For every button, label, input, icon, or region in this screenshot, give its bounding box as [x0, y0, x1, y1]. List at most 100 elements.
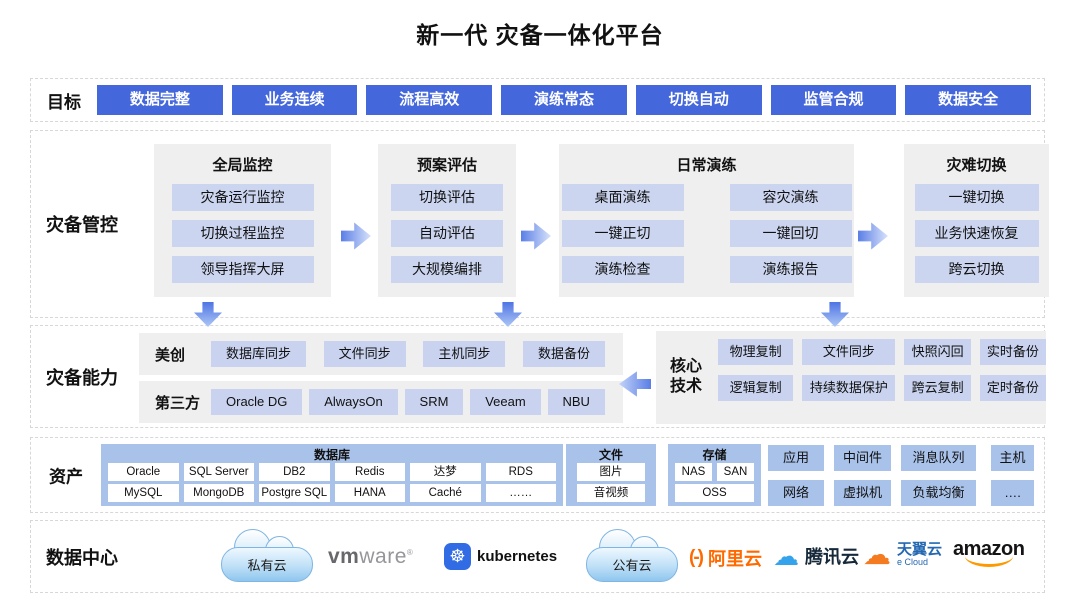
strip-label: 第三方: [155, 394, 201, 412]
arrow-right-icon: [341, 222, 371, 250]
management-row: 灾备管控 全局监控 灾备运行监控 切换过程监控 领导指挥大屏 预案评估 切换评估…: [30, 130, 1049, 318]
asset-block-vm: 虚拟机: [834, 480, 891, 506]
panel-item: 演练报告: [729, 256, 852, 283]
goal-badge-auto-switch: 切换自动: [635, 85, 762, 115]
datacenter-row: 数据中心 私有云 vmware® ☸ kubernetes 公有云 (-) 阿里…: [30, 520, 1045, 593]
capability-strip-meichuang: 美创 数据库同步 文件同步 主机同步 数据备份: [139, 333, 623, 375]
goals-row: 目标 数据完整 业务连续 流程高效 演练常态 切换自动 监管合规 数据安全: [30, 78, 1045, 122]
panel-item: 桌面演练: [561, 184, 684, 211]
vmware-registered-mark: ®: [406, 548, 414, 557]
daily-drill-columns: 桌面演练 一键正切 演练检查 容灾演练 一键回切 演练报告: [559, 175, 854, 283]
asset-item: MongoDB: [183, 484, 254, 502]
asset-item: Oracle: [108, 463, 179, 481]
panel-item: 跨云切换: [914, 256, 1039, 283]
capability-item: AlwaysOn: [309, 389, 398, 415]
management-label: 灾备管控: [46, 215, 118, 235]
asset-item: SQL Server: [183, 463, 254, 481]
aliyun-logo: (-) 阿里云: [689, 545, 762, 571]
asset-block-host: 主机: [991, 445, 1034, 471]
core-technology-items: 物理复制 文件同步 快照闪回 实时备份 逻辑复制 持续数据保护 跨云复制 定时备…: [718, 331, 1047, 401]
core-item: 快照闪回: [904, 339, 971, 365]
public-cloud-icon: 公有云: [586, 529, 678, 585]
public-cloud-label: 公有云: [612, 558, 652, 573]
asset-item: SAN: [717, 463, 754, 481]
core-item: 实时备份: [979, 339, 1047, 365]
panel-title: 全局监控: [212, 157, 273, 174]
core-row-1: 物理复制 文件同步 快照闪回 实时备份: [718, 339, 1047, 365]
database-row-1: Oracle SQL Server DB2 Redis 达梦 RDS: [101, 463, 563, 481]
ecloud-en-text: e Cloud: [897, 557, 929, 568]
arrow-right-icon: [858, 222, 888, 250]
panel-item: 切换评估: [391, 184, 503, 211]
asset-item: Redis: [334, 463, 405, 481]
private-cloud-label: 私有云: [247, 558, 287, 573]
vmware-logo: vmware®: [328, 545, 413, 569]
asset-block-load-balancer: 负载均衡: [901, 480, 976, 506]
storage-row-1: NAS SAN: [668, 463, 761, 481]
goals-label: 目标: [47, 92, 81, 112]
capability-label: 灾备能力: [46, 367, 118, 388]
group-title: 存储: [702, 448, 727, 462]
ecloud-logo: ☁ 天翼云 e Cloud: [863, 541, 942, 569]
capability-item: 文件同步: [323, 341, 406, 367]
assets-group-storage: 存储 NAS SAN OSS: [668, 444, 761, 506]
panel-item: 容灾演练: [729, 184, 852, 211]
page-title: 新一代 灾备一体化平台: [416, 22, 664, 48]
core-technology-label: 核心技术: [670, 357, 703, 396]
capability-item: Oracle DG: [211, 389, 303, 415]
panel-item: 切换过程监控: [171, 220, 314, 247]
panel-plan-evaluation: 预案评估 切换评估 自动评估 大规模编排: [378, 144, 516, 297]
asset-block-more: ….: [991, 480, 1034, 506]
datacenter-label: 数据中心: [46, 547, 118, 568]
aliyun-bracket-icon: (-): [689, 547, 704, 568]
core-item: 逻辑复制: [718, 375, 794, 401]
aliyun-text: 阿里云: [707, 549, 762, 569]
amazon-text: amazon: [953, 538, 1025, 560]
asset-item: 音视频: [577, 484, 645, 502]
asset-item: RDS: [485, 463, 556, 481]
asset-item: 图片: [577, 463, 645, 481]
asset-item: NAS: [675, 463, 712, 481]
goals-badges: 数据完整 业务连续 流程高效 演练常态 切换自动 监管合规 数据安全: [97, 85, 1032, 115]
panel-global-monitoring: 全局监控 灾备运行监控 切换过程监控 领导指挥大屏: [154, 144, 331, 297]
strip-label: 美创: [155, 346, 186, 364]
capability-row: 灾备能力 美创 数据库同步 文件同步 主机同步 数据备份 第三方 Oracle …: [30, 325, 1047, 428]
arrow-left-icon: [619, 371, 651, 397]
kubernetes-logo: ☸ kubernetes: [444, 543, 557, 570]
file-row-1: 图片: [566, 463, 656, 481]
panel-disaster-switch: 灾难切换 一键切换 业务快速恢复 跨云切换: [904, 144, 1049, 297]
goal-badge-data-integrity: 数据完整: [97, 85, 223, 115]
kubernetes-wheel-icon: ☸: [444, 543, 471, 570]
vmware-ware-text: ware: [359, 545, 407, 568]
core-item: 跨云复制: [904, 375, 971, 401]
private-cloud-icon: 私有云: [221, 529, 313, 585]
group-title: 文件: [598, 448, 623, 462]
capability-item: Veeam: [470, 389, 541, 415]
vmware-vm-text: vm: [328, 545, 360, 568]
panel-item: 一键回切: [729, 220, 852, 247]
tencent-cloud-logo: ☁ 腾讯云: [773, 543, 859, 569]
tencent-cloud-icon: ☁: [773, 541, 799, 571]
goal-badge-compliance: 监管合规: [770, 85, 897, 115]
core-row-2: 逻辑复制 持续数据保护 跨云复制 定时备份: [718, 375, 1047, 401]
panel-item: 领导指挥大屏: [171, 256, 314, 283]
goal-badge-drill-normalization: 演练常态: [501, 85, 627, 115]
asset-item: Postgre SQL: [259, 484, 330, 502]
daily-drill-col1: 桌面演练 一键正切 演练检查: [561, 175, 684, 283]
core-item: 物理复制: [718, 339, 794, 365]
asset-block-application: 应用: [768, 445, 824, 471]
asset-item: 达梦: [410, 463, 481, 481]
asset-item: DB2: [259, 463, 330, 481]
goal-badge-data-security: 数据安全: [905, 85, 1032, 115]
database-row-2: MySQL MongoDB Postgre SQL HANA Caché ……: [101, 484, 563, 502]
asset-block-message-queue: 消息队列: [901, 445, 976, 471]
arrow-right-icon: [521, 222, 551, 250]
capability-item: NBU: [547, 389, 605, 415]
panel-item: 业务快速恢复: [914, 220, 1039, 247]
kubernetes-text: kubernetes: [477, 548, 558, 565]
capability-item: 数据备份: [522, 341, 605, 367]
asset-item: MySQL: [108, 484, 179, 502]
amazon-smile-icon: [964, 555, 1013, 567]
asset-block-middleware: 中间件: [834, 445, 891, 471]
assets-group-file: 文件 图片 音视频: [566, 444, 656, 506]
